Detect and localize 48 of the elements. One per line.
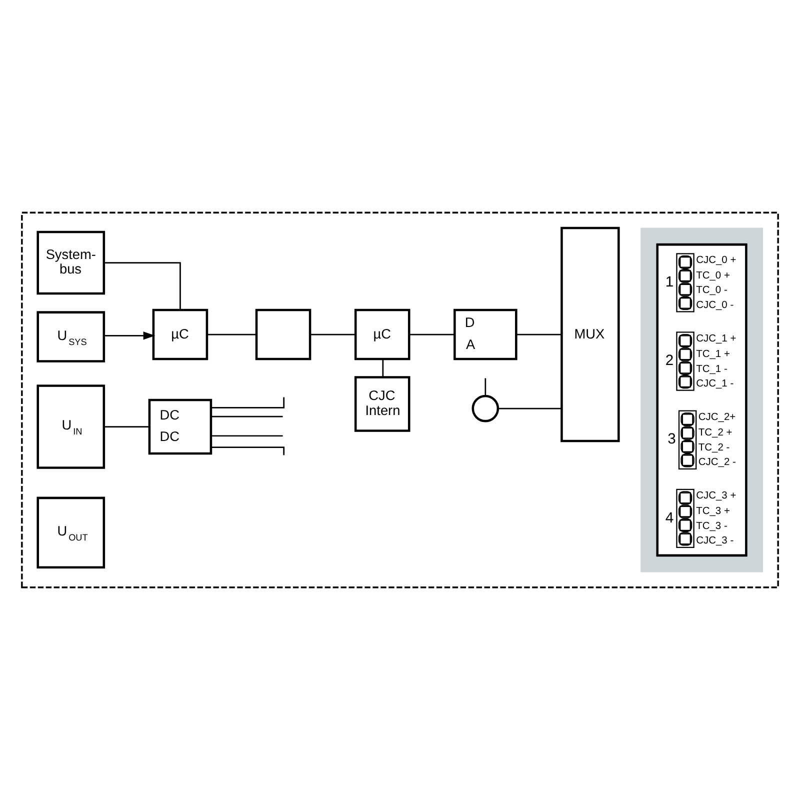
node-box: µC bbox=[152, 308, 208, 360]
arrow bbox=[104, 332, 156, 340]
node-label: TC_0 - bbox=[696, 285, 728, 296]
node-label: CJC_3 + bbox=[696, 490, 736, 502]
connector bbox=[498, 408, 562, 410]
node-label: 4 bbox=[665, 510, 674, 526]
connector bbox=[211, 446, 285, 456]
connector bbox=[310, 334, 356, 336]
node-box: CJC Intern bbox=[354, 376, 410, 432]
node-box: µC bbox=[354, 308, 410, 360]
node-box bbox=[255, 308, 312, 360]
node-label: TC_3 + bbox=[696, 506, 730, 518]
connector bbox=[211, 416, 283, 418]
node-label: CJC_3 - bbox=[696, 536, 734, 547]
cluster bbox=[640, 228, 763, 572]
node-box: D A bbox=[454, 308, 518, 360]
node-label: TC_2 - bbox=[698, 442, 730, 454]
connector bbox=[516, 334, 562, 336]
connector bbox=[484, 378, 486, 396]
node-circle bbox=[472, 394, 500, 422]
node-label: TC_0 + bbox=[696, 270, 730, 282]
node-box: U$_{IN}$ bbox=[36, 384, 106, 469]
node-label: TC_1 - bbox=[696, 364, 728, 375]
node-label: CJC_2+ bbox=[698, 412, 736, 424]
node-label: CJC_0 + bbox=[696, 255, 736, 266]
node-label: TC_2 + bbox=[698, 428, 732, 439]
connector bbox=[104, 262, 181, 310]
node-box: U$_{SYS}$ bbox=[36, 311, 106, 362]
connector bbox=[211, 397, 285, 408]
connector bbox=[207, 334, 256, 336]
node-label: TC_1 + bbox=[696, 348, 730, 360]
node-label: 3 bbox=[668, 432, 676, 448]
node-label: 1 bbox=[665, 274, 674, 291]
node-label: CJC_0 - bbox=[696, 300, 734, 311]
node-box: DC DC bbox=[148, 398, 212, 455]
connector bbox=[409, 334, 454, 336]
connector bbox=[382, 359, 384, 377]
node-box: System- bus bbox=[36, 230, 106, 295]
cluster bbox=[656, 243, 748, 557]
node-label: TC_3 - bbox=[696, 520, 728, 532]
node-box: U$_{OUT}$ bbox=[36, 496, 106, 569]
connector bbox=[104, 426, 150, 428]
node-label: CJC_2 - bbox=[698, 457, 736, 468]
node-label: 2 bbox=[665, 353, 674, 370]
node-label: CJC_1 + bbox=[696, 334, 736, 345]
connector bbox=[211, 435, 283, 437]
node-box: MUX bbox=[560, 226, 620, 442]
node-label: CJC_1 - bbox=[696, 378, 734, 390]
